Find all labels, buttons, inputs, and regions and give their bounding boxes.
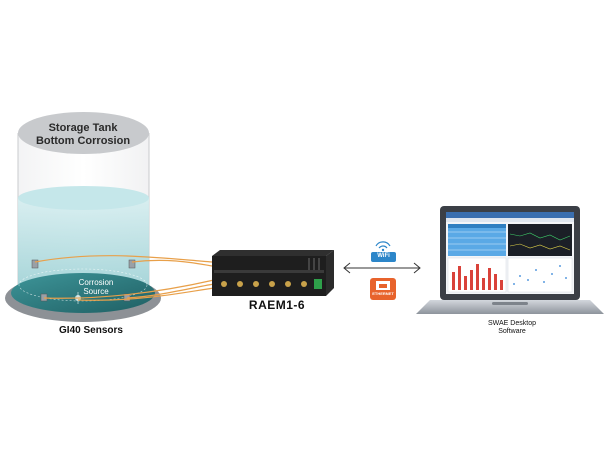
tank-floor (11, 273, 155, 313)
corrosion-source-label: Corrosion Source (70, 278, 122, 296)
laptop-base (416, 300, 604, 314)
device-label: RAEM1-6 (248, 298, 306, 312)
tank-title-line-2: Bottom Corrosion (35, 135, 131, 147)
corrosion-label-line-1: Corrosion (78, 278, 114, 287)
ethernet-icon (370, 278, 396, 300)
software-label-line-2: Software (498, 328, 526, 335)
sensor-2 (128, 259, 136, 269)
software-label: SWAE Desktop Software (470, 320, 554, 336)
bidirectional-arrow (343, 262, 421, 274)
wifi-label: WiFi (377, 253, 390, 259)
tank-liquid-surface (18, 186, 149, 210)
raem-device (212, 250, 334, 296)
wifi-icon (371, 241, 396, 262)
tank-floor-dashed (18, 268, 148, 302)
tank-title-line-1: Storage Tank (48, 122, 118, 134)
storage-tank (5, 112, 161, 322)
tank-liquid (18, 198, 149, 288)
ethernet-label: ETHERNET (372, 291, 394, 296)
tank-top (18, 112, 149, 154)
tank-title: Storage Tank Bottom Corrosion (18, 122, 148, 148)
software-label-line-1: SWAE Desktop (488, 320, 536, 327)
sensor-1 (31, 259, 39, 269)
sensors-label: GI40 Sensors (59, 325, 123, 336)
laptop (416, 206, 604, 314)
corrosion-label-line-2: Source (83, 287, 109, 296)
sensor-cables (34, 255, 215, 301)
